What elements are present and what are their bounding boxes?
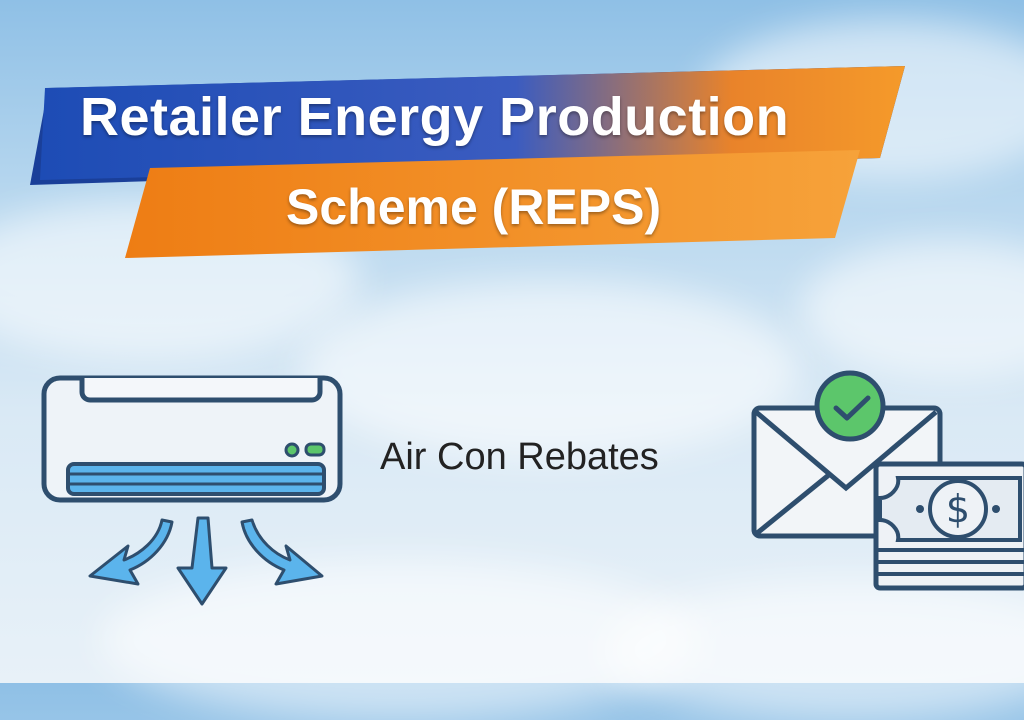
title-line-1: Retailer Energy Production [80, 87, 790, 147]
air-con-rebates-label: Air Con Rebates [380, 436, 659, 478]
title-ribbon [30, 66, 905, 258]
airflow-arrow-down-icon [176, 516, 228, 606]
money-stack-icon: $ [873, 461, 1024, 591]
check-circle-icon [814, 370, 886, 442]
title-line-2: Scheme (REPS) [286, 179, 662, 235]
dollar-sign-icon: $ [946, 487, 970, 531]
airflow-arrow-left-icon [88, 518, 174, 586]
air-conditioner-icon [41, 375, 343, 606]
rebate-envelope-money-icon: $ [751, 370, 1024, 591]
airflow-arrow-right-icon [240, 518, 324, 586]
